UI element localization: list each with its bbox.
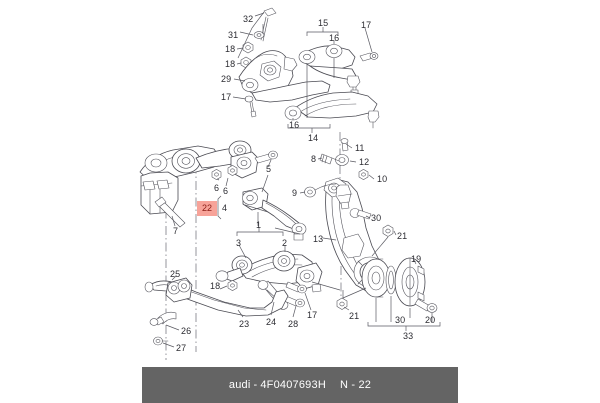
part-17-bolt-bottom xyxy=(285,281,307,294)
callout-10: 10 xyxy=(377,174,388,184)
callout-13: 13 xyxy=(313,234,324,244)
callout-23: 23 xyxy=(239,319,250,329)
callout-14: 14 xyxy=(308,133,319,143)
callout-18-c: 18 xyxy=(210,281,221,291)
callout-18-a: 18 xyxy=(225,44,236,54)
footer-brand: audi xyxy=(228,379,251,391)
callout-25: 25 xyxy=(170,269,181,279)
part-29-upper-control-arm xyxy=(238,50,331,103)
callout-32: 32 xyxy=(243,14,254,24)
part-4-bushing-assembly xyxy=(242,187,307,241)
part-21-nut-upper xyxy=(382,224,394,237)
callout-30-b: 30 xyxy=(395,315,406,325)
part-1-lower-control-arm xyxy=(215,250,323,293)
callout-18-b: 18 xyxy=(225,59,236,69)
callout-24: 24 xyxy=(266,317,277,327)
part-21-nut-lower xyxy=(336,297,348,310)
callout-21-a: 21 xyxy=(397,231,408,241)
callout-16-a: 16 xyxy=(329,33,340,43)
part-19-wheel-hub xyxy=(394,257,426,307)
brace-lines xyxy=(217,27,441,331)
part-27-bolt xyxy=(153,336,169,346)
part-15-upper-arm-assembly xyxy=(298,44,361,109)
part-17-bolt-left xyxy=(244,95,257,118)
callout-20: 20 xyxy=(425,315,436,325)
leader-lines xyxy=(162,11,433,348)
callout-6-b: 6 xyxy=(214,183,220,193)
part-5-bolt xyxy=(254,150,278,164)
part-30-bearing xyxy=(361,258,391,298)
part-18-nut-bottom xyxy=(227,280,238,291)
part-31-washer xyxy=(253,31,265,39)
callout-2: 2 xyxy=(282,238,288,248)
part-18-nut-upper xyxy=(242,41,254,54)
callout-8: 8 xyxy=(311,154,317,164)
callout-31: 31 xyxy=(228,30,239,40)
callout-17-a: 17 xyxy=(221,92,232,102)
callout-3: 3 xyxy=(236,238,242,248)
part-11-bolt xyxy=(340,138,349,152)
footer-separator: - xyxy=(253,379,258,391)
callout-12: 12 xyxy=(359,157,370,167)
footer-part-number-bar: audi - 4F0407693H N - 22 xyxy=(142,367,458,403)
part-17-bolt-right xyxy=(359,52,379,62)
callout-17-b: 17 xyxy=(361,20,372,30)
footer-part-number: 4F0407693H xyxy=(260,379,326,391)
part-32-bolt xyxy=(260,7,277,42)
callout-33: 33 xyxy=(403,331,414,341)
callout-21-b: 21 xyxy=(349,311,360,321)
callout-6-a: 6 xyxy=(223,186,229,196)
part-9-bushing xyxy=(304,183,337,198)
footer-reference: N - 22 xyxy=(339,379,372,391)
callout-11: 11 xyxy=(355,143,365,153)
part-6-nut-upper xyxy=(227,165,238,176)
part-14-upper-arm-rear xyxy=(284,91,380,129)
callout-22-highlighted: 22 xyxy=(197,201,218,216)
part-subframe-left xyxy=(139,140,259,215)
part-12-bushing xyxy=(335,154,349,166)
part-25-bushing xyxy=(165,277,193,303)
part-7-bolt xyxy=(154,196,186,228)
callout-15: 15 xyxy=(318,18,329,28)
callout-5: 5 xyxy=(266,164,272,174)
callout-17-c: 17 xyxy=(307,310,318,320)
callout-19: 19 xyxy=(411,254,422,264)
callout-4: 4 xyxy=(222,203,228,213)
part-6-nut-lower xyxy=(211,169,222,180)
callout-26: 26 xyxy=(181,326,192,336)
part-30-snapring xyxy=(385,265,397,295)
part-10-nut xyxy=(358,169,369,180)
callout-7: 7 xyxy=(173,226,179,236)
callout-29: 29 xyxy=(221,74,232,84)
callout-16-b: 16 xyxy=(289,120,300,130)
part-26-bracket xyxy=(149,311,177,326)
part-20-bolt xyxy=(414,298,438,313)
callout-1: 1 xyxy=(256,220,262,230)
part-ball-joint-center xyxy=(335,184,353,210)
callout-9: 9 xyxy=(292,188,298,198)
callout-28: 28 xyxy=(288,319,299,329)
callout-27: 27 xyxy=(176,343,187,353)
callout-30-a: 30 xyxy=(371,213,382,223)
